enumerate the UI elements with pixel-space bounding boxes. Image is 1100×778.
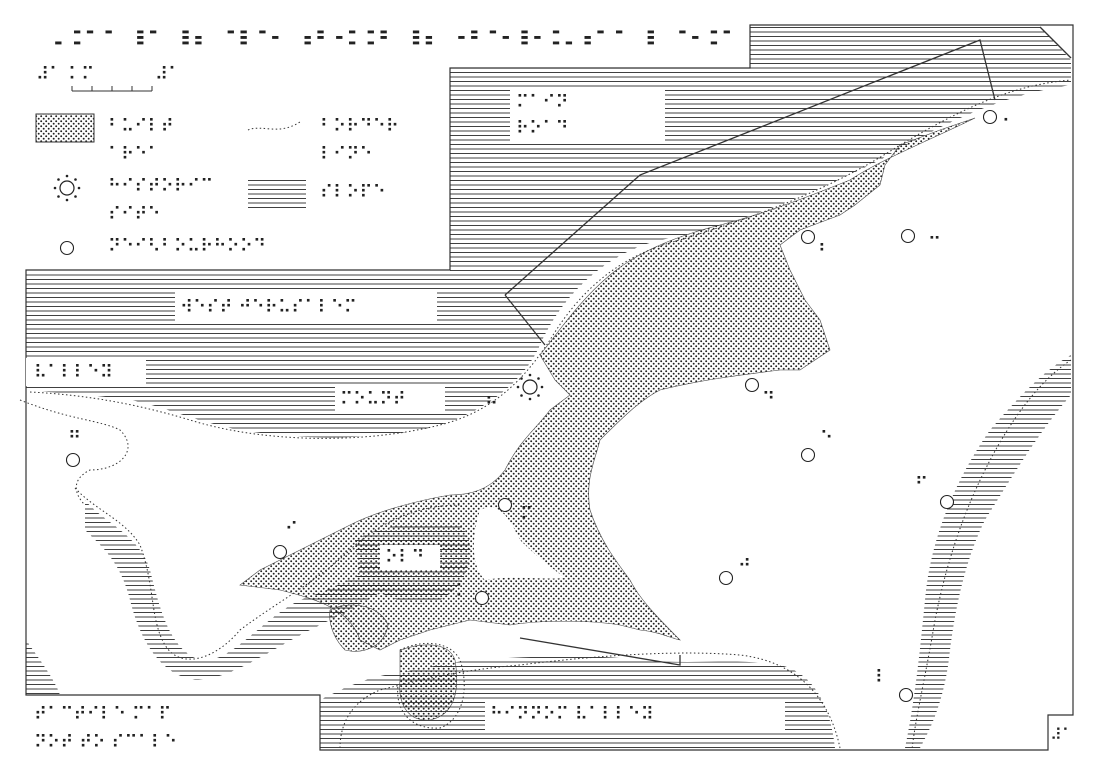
legend-built-area-label-1: ⠃⠥⠊⠇⠞ bbox=[108, 116, 174, 137]
map-label-left-box: ⠧⠁⠇⠇⠑⠽ bbox=[34, 362, 113, 383]
neighbourhood-markers bbox=[65, 109, 998, 703]
place-mark: ⠊ bbox=[285, 519, 298, 540]
neighbourhood-circle bbox=[900, 228, 916, 244]
legend-neighbourhood-label: ⠝⠑⠊⠣⠃⠕⠥⠗⠓⠕⠕⠙ bbox=[108, 236, 266, 257]
slope-west-strip bbox=[85, 500, 400, 680]
sun-circle-icon bbox=[53, 174, 81, 202]
label-boxes bbox=[26, 88, 785, 730]
roads bbox=[504, 26, 1072, 666]
map-label-south-band: ⠓⠊⠝⠝⠕⠍ ⠧⠁⠇⠇⠑⠽ bbox=[490, 704, 654, 725]
road-north-2 bbox=[504, 294, 546, 346]
built-area-south bbox=[399, 644, 458, 721]
neighbourhood-circle bbox=[982, 109, 998, 125]
place-mark: ⠑ bbox=[820, 428, 833, 449]
place-mark: ⠙ bbox=[762, 389, 775, 410]
scale-bar bbox=[71, 86, 153, 92]
legend-border-line-label-1: ⠃⠕⠗⠙⠑⠗ bbox=[320, 116, 399, 137]
scale-label: ⠼⠁ ⠅⠍ bbox=[36, 64, 94, 85]
border-line-5 bbox=[339, 652, 841, 749]
place-mark: ⠁ bbox=[1002, 116, 1015, 137]
border-line-6 bbox=[397, 642, 465, 729]
map-title: ⠠⠍⠁⠏ ⠷ ⠹⠑ ⠞⠪⠝ ⠷ ⠚⠑⠗⠥⠎⠁⠇⠑⠍ bbox=[36, 27, 736, 51]
map-label-main-road-2: ⠗⠕⠁⠙ bbox=[516, 118, 569, 139]
place-mark: ⠅ bbox=[455, 581, 468, 602]
legend bbox=[35, 113, 306, 256]
map-label-main-road-1: ⠍⠁⠊⠝ bbox=[516, 92, 569, 113]
map-label-old-city: ⠕⠇⠙ bbox=[385, 547, 425, 568]
slope-corner-sw bbox=[26, 640, 60, 695]
legend-historic-site-label-1: ⠓⠊⠎⠞⠕⠗⠊⠉ bbox=[108, 176, 213, 197]
legend-border-line-label-2: ⠇⠊⠝⠑ bbox=[320, 144, 373, 165]
place-mark: ⠇ bbox=[875, 667, 888, 688]
place-mark: ⠋ bbox=[915, 474, 928, 495]
legend-swatch-slope bbox=[248, 180, 306, 208]
border-lines bbox=[19, 79, 1072, 751]
historic-site-marker bbox=[516, 373, 544, 401]
neighbourhood-circle bbox=[800, 447, 816, 463]
neighbourhood-circle bbox=[744, 377, 760, 393]
legend-built-area-label-2: ⠁⠗⠑⠁ bbox=[108, 144, 161, 165]
braille-text-layer: ⠠⠍⠁⠏ ⠷ ⠹⠑ ⠞⠪⠝ ⠷ ⠚⠑⠗⠥⠎⠁⠇⠑⠍ ⠼⠁ ⠅⠍ ⠼⠁ ⠃⠥⠊⠇⠞… bbox=[34, 27, 1073, 753]
neighbourhood-circle bbox=[718, 570, 734, 586]
border-line-4 bbox=[911, 359, 1072, 751]
neighbourhood-circle bbox=[497, 497, 513, 513]
built-areas bbox=[239, 117, 976, 721]
footnote-line-2: ⠝⠕⠞ ⠞⠕ ⠎⠉⠁⠇⠑ bbox=[34, 732, 177, 753]
page-number: ⠼⠁ bbox=[1050, 725, 1073, 744]
neighbourhood-circle bbox=[65, 452, 81, 468]
footnote-line-1: ⠞⠁⠉⠞⠊⠇⠑ ⠍⠁⠏ bbox=[34, 704, 172, 725]
circle-icon bbox=[59, 240, 75, 256]
place-mark: ⠃ bbox=[818, 241, 831, 262]
map-label-center-band: ⠍⠕⠥⠝⠞ bbox=[340, 389, 406, 410]
neighbourhood-circle bbox=[272, 544, 288, 560]
neighbourhood-circle bbox=[898, 687, 914, 703]
built-area-main bbox=[239, 117, 976, 651]
scale-end-label: ⠼⠁ bbox=[155, 64, 181, 85]
road-north bbox=[504, 39, 996, 296]
place-mark: ⠍ bbox=[520, 504, 533, 525]
place-mark: ⠓ bbox=[485, 394, 498, 415]
slope-north-band bbox=[26, 27, 1071, 438]
place-mark: ⠉ bbox=[928, 234, 941, 255]
built-area-west bbox=[329, 604, 389, 652]
legend-historic-site-label-2: ⠎⠊⠞⠑ bbox=[108, 204, 161, 225]
slope-east-strip bbox=[905, 355, 1071, 748]
neighbourhood-circle bbox=[939, 494, 955, 510]
neighbourhood-circle bbox=[474, 590, 490, 606]
legend-swatch-border-line bbox=[247, 121, 301, 131]
valley-cut bbox=[473, 507, 565, 580]
legend-slope-label: ⠎⠇⠕⠏⠑ bbox=[320, 182, 386, 203]
road-south bbox=[519, 637, 681, 666]
road-corner bbox=[1039, 26, 1072, 59]
place-mark: ⠚ bbox=[738, 556, 751, 577]
map-label-west-band: ⠺⠑⠎⠞ ⠚⠑⠗⠥⠎⠁⠇⠑⠍ bbox=[180, 297, 357, 318]
neighbourhood-circle bbox=[800, 229, 816, 245]
place-mark: ⠛ bbox=[68, 428, 81, 449]
legend-swatch-built-area bbox=[35, 113, 95, 143]
border-line-3 bbox=[19, 399, 129, 506]
